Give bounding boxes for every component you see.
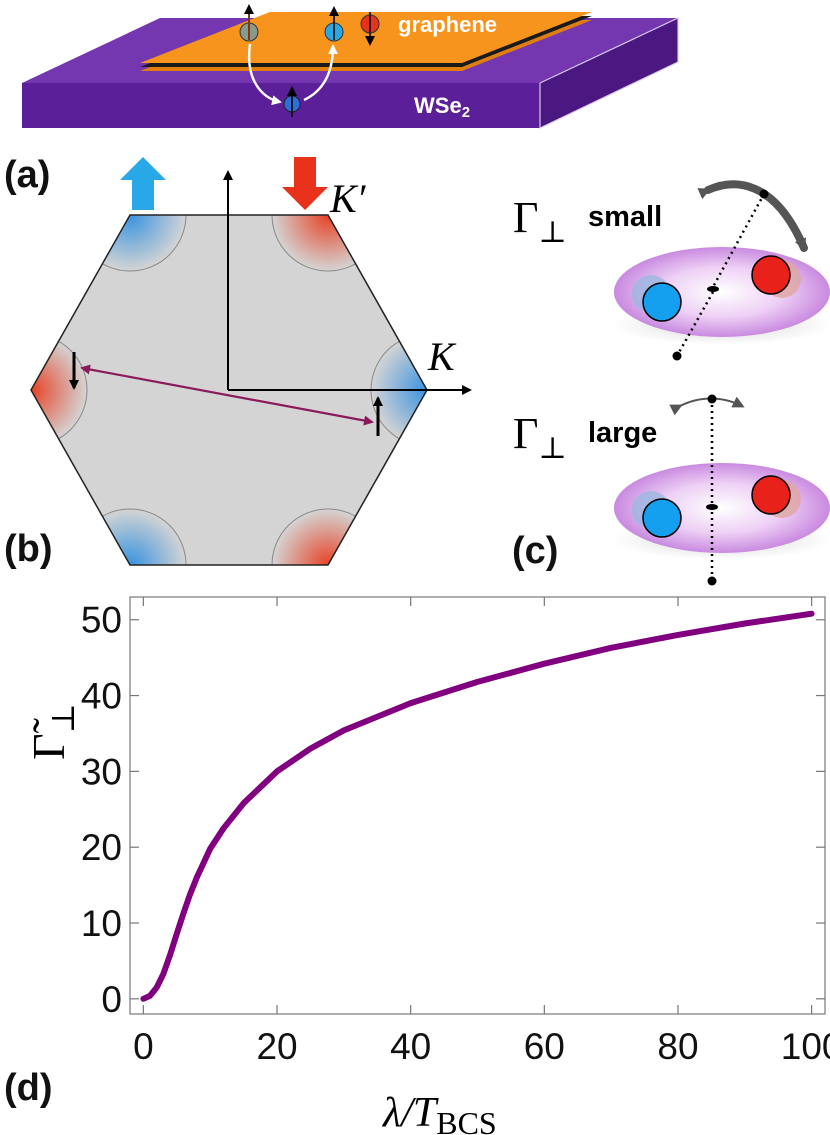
panel-d-chart: 0 20 40 60 80 100 0 10 20 30 40 50 λ/TBCS Γ̃⊥ [23, 596, 830, 1135]
electron-blue-icon [642, 498, 682, 538]
tunneling-arrow-down [247, 43, 282, 106]
y-tick-label: 0 [101, 979, 122, 1020]
panel-b-brillouin-zone: K′ K [30, 157, 472, 566]
x-tick-label: 20 [256, 1026, 297, 1067]
x-tick-label: 80 [657, 1026, 698, 1067]
x-tick-label: 0 [133, 1026, 154, 1067]
panel-d-label: (d) [4, 1067, 53, 1109]
plot-frame [129, 596, 826, 1015]
kprime-label: K′ [329, 176, 367, 221]
y-ticks: 0 10 20 30 40 50 [81, 600, 825, 1020]
valley-red-left [31, 334, 87, 446]
tunneling-electrons [239, 4, 380, 117]
valley-blue-right [371, 334, 427, 446]
y-axis-label: Γ̃⊥ [23, 703, 81, 760]
spin-down-big-arrow-icon [282, 157, 328, 210]
y-tick-label: 50 [81, 600, 122, 641]
y-tick-label: 30 [81, 751, 122, 792]
panel-c-cooper-pair: Γ⊥ small Γ⊥ large [513, 180, 830, 586]
spin-up-big-arrow-icon [120, 157, 166, 210]
gamma-large-symbol: Γ⊥ [513, 409, 567, 465]
scattering-arrow [80, 364, 374, 426]
gamma-small-text: small [588, 201, 662, 233]
panel-b-label: (b) [4, 528, 53, 570]
substrate-label: WSe2 [414, 93, 470, 121]
tunneling-arrow-up [303, 44, 338, 102]
panel-a-label: (a) [4, 154, 50, 196]
y-tick-label: 20 [81, 827, 122, 868]
y-tick-label: 40 [81, 676, 122, 717]
x-tick-label: 60 [524, 1026, 565, 1067]
electron-red-icon [751, 255, 791, 295]
k-label: K [427, 334, 457, 379]
x-ticks: 0 20 40 60 80 100 [133, 597, 830, 1067]
gamma-large-text: large [588, 417, 657, 449]
series-curve [140, 610, 815, 1002]
rotation-arrow-small-icon [697, 180, 808, 252]
y-tick-label: 10 [81, 903, 122, 944]
electron-blue-icon [642, 282, 682, 322]
gamma-small-symbol: Γ⊥ [513, 193, 567, 249]
panel-a-heterostructure: graphene WSe2 [22, 4, 679, 129]
x-axis-label: λ/TBCS [381, 1090, 497, 1135]
panel-c-label: (c) [512, 530, 558, 572]
x-tick-label: 40 [390, 1026, 431, 1067]
graphene-label: graphene [398, 12, 497, 37]
electron-red-icon [751, 475, 791, 515]
x-tick-label: 100 [781, 1026, 830, 1067]
